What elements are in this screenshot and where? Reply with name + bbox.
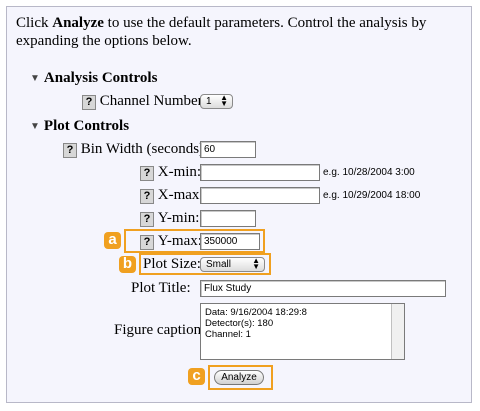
bin-width-label: Bin Width (seconds):	[80, 141, 209, 157]
plot-title-label: Plot Title:	[131, 280, 191, 296]
help-icon[interactable]: ?	[63, 143, 77, 158]
help-icon[interactable]: ?	[140, 235, 154, 250]
channel-number-label: Channel Number:	[99, 93, 207, 109]
stepper-arrows-icon: ▲▼	[252, 256, 260, 271]
x-min-hint: e.g. 10/28/2004 3:00	[323, 167, 415, 178]
highlight-box-b	[139, 253, 271, 275]
y-min-label: Y-min:	[157, 210, 200, 226]
intro-text: Click Analyze to use the default paramet…	[16, 15, 427, 49]
x-max-hint: e.g. 10/29/2004 18:00	[323, 190, 421, 201]
x-max-row: ? X-max:	[140, 187, 204, 204]
highlight-box-a	[124, 229, 265, 253]
y-min-input[interactable]	[200, 210, 256, 227]
analysis-controls-toggle[interactable]: ▼Analysis Controls	[30, 70, 158, 86]
figure-caption-textarea[interactable]: Data: 9/16/2004 18:29:8 Detector(s): 180…	[200, 303, 405, 360]
textarea-scrollbar[interactable]	[391, 304, 404, 359]
channel-number-select[interactable]: 1▲▼	[200, 94, 233, 109]
help-icon[interactable]: ?	[82, 95, 96, 110]
analyze-button[interactable]: Analyze	[214, 370, 264, 385]
x-min-input[interactable]	[200, 164, 320, 181]
help-icon[interactable]: ?	[140, 189, 154, 204]
help-icon[interactable]: ?	[140, 212, 154, 227]
channel-number-row: ? Channel Number:	[82, 93, 207, 110]
caption-line: Detector(s): 180	[205, 318, 274, 329]
help-icon[interactable]: ?	[140, 166, 154, 181]
triangle-down-icon: ▼	[30, 73, 40, 84]
annotation-badge-b: b	[119, 256, 136, 273]
x-max-label: X-max:	[157, 187, 204, 203]
plot-controls-toggle[interactable]: ▼Plot Controls	[30, 118, 130, 134]
x-min-row: ? X-min:	[140, 164, 201, 181]
highlight-box-c	[208, 365, 273, 390]
x-min-label: X-min:	[157, 164, 202, 180]
figure-caption-label: Figure caption:	[114, 322, 206, 338]
annotation-badge-c: c	[188, 368, 205, 385]
plot-size-label: Plot Size:	[143, 256, 201, 272]
stepper-arrows-icon: ▲▼	[220, 93, 228, 108]
annotation-badge-a: a	[104, 232, 121, 249]
y-min-row: ? Y-min:	[140, 210, 199, 227]
plot-title-input[interactable]: Flux Study	[200, 280, 446, 297]
plot-size-select[interactable]: Small▲▼	[200, 257, 265, 272]
bin-width-row: ? Bin Width (seconds):	[63, 141, 208, 158]
x-max-input[interactable]	[200, 187, 320, 204]
y-max-input[interactable]: 350000	[200, 233, 260, 250]
y-max-label: Y-max:	[157, 233, 202, 249]
caption-line: Data: 9/16/2004 18:29:8	[205, 307, 307, 318]
bin-width-input[interactable]: 60	[200, 141, 256, 158]
y-max-row: ? Y-max:	[140, 233, 202, 250]
caption-line: Channel: 1	[205, 329, 251, 340]
triangle-down-icon: ▼	[30, 121, 40, 132]
